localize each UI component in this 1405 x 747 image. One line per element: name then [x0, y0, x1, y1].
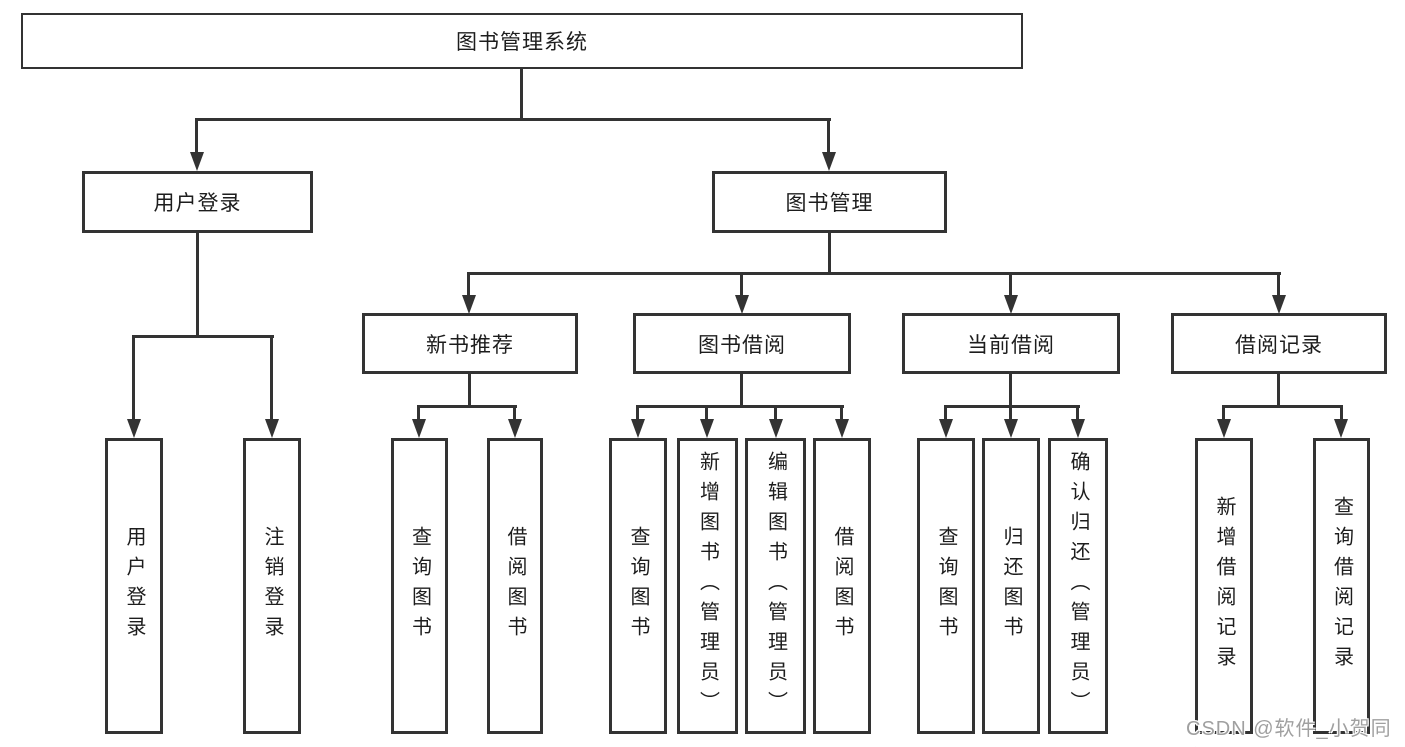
connector-section-hline	[1222, 405, 1343, 408]
leaf-logout: 注销登录	[243, 438, 301, 734]
connector-arrow-line	[944, 405, 947, 421]
arrowhead-down-icon	[462, 295, 476, 314]
node-label: 图书管理	[785, 192, 874, 215]
connector-arrow-line	[1009, 272, 1012, 298]
node-book-borrowing: 图书借阅	[633, 313, 851, 374]
leaf-query-borrow-record: 查询借阅记录	[1313, 438, 1370, 734]
arrowhead-down-icon	[1004, 419, 1018, 438]
connector-arrow-line	[1277, 272, 1280, 298]
connector-arrow-line	[636, 405, 639, 421]
leaf-edit-books-admin: 编辑图书（管理员）	[745, 438, 806, 734]
leaf-add-borrow-record: 新增借阅记录	[1195, 438, 1253, 734]
arrowhead-down-icon	[190, 152, 204, 171]
arrowhead-down-icon	[769, 419, 783, 438]
connector-user-login-hline	[133, 335, 274, 338]
connector-arrow-line	[417, 405, 420, 421]
connector-section-hline	[944, 405, 1080, 408]
arrowhead-down-icon	[822, 152, 836, 171]
leaf-label: 查询借阅记录	[1330, 496, 1353, 676]
connector-arrow-line	[827, 118, 830, 154]
connector-root-stem	[520, 69, 523, 118]
connector-section-hline	[636, 405, 844, 408]
arrowhead-down-icon	[700, 419, 714, 438]
arrowhead-down-icon	[1272, 295, 1286, 314]
leaf-label: 查询图书	[935, 526, 957, 646]
leaf-borrow-books-borrowing: 借阅图书	[813, 438, 871, 734]
connector-user-login-stem	[196, 233, 199, 335]
node-borrowing-records: 借阅记录	[1171, 313, 1387, 374]
connector-section-stem	[1277, 374, 1280, 405]
leaf-label: 查询图书	[627, 526, 649, 646]
arrowhead-down-icon	[1334, 419, 1348, 438]
leaf-label: 确认归还（管理员）	[1067, 451, 1089, 721]
connector-arrow-line	[467, 272, 470, 298]
node-label: 用户登录	[153, 192, 242, 215]
arrowhead-down-icon	[265, 419, 279, 438]
leaf-label: 新增图书（管理员）	[696, 451, 719, 721]
leaf-user-login: 用户登录	[105, 438, 163, 734]
arrowhead-down-icon	[1071, 419, 1085, 438]
connector-arrow-line	[195, 118, 198, 154]
leaf-add-books-admin: 新增图书（管理员）	[677, 438, 738, 734]
arrowhead-down-icon	[412, 419, 426, 438]
leaf-label: 借阅图书	[504, 526, 526, 646]
connector-arrow-line	[1009, 405, 1012, 421]
leaf-label: 新增借阅记录	[1213, 496, 1235, 676]
node-new-book-recommendation: 新书推荐	[362, 313, 578, 374]
leaf-query-books-current: 查询图书	[917, 438, 975, 734]
arrowhead-down-icon	[508, 419, 522, 438]
leaf-query-books-recommendation: 查询图书	[391, 438, 448, 734]
connector-arrow-line	[1222, 405, 1225, 421]
leaf-label: 用户登录	[123, 526, 145, 646]
connector-section-stem	[468, 374, 471, 405]
leaf-label: 查询图书	[408, 526, 431, 646]
node-label: 新书推荐	[426, 333, 514, 357]
leaf-label: 注销登录	[261, 526, 283, 646]
node-user-login: 用户登录	[82, 171, 313, 233]
arrowhead-down-icon	[1004, 295, 1018, 314]
connector-arrow-line	[132, 335, 135, 421]
connector-arrow-line	[1340, 405, 1343, 421]
watermark: CSDN @软件_小贺同学	[1186, 718, 1392, 740]
arrowhead-down-icon	[1217, 419, 1231, 438]
node-label: 图书借阅	[698, 333, 786, 357]
connector-section-hline	[418, 405, 517, 408]
connector-section-stem	[740, 374, 743, 405]
connector-arrow-line	[740, 272, 743, 298]
leaf-return-books: 归还图书	[982, 438, 1040, 734]
connector-arrow-line	[270, 335, 273, 421]
node-label: 借阅记录	[1235, 333, 1323, 357]
leaf-label: 借阅图书	[831, 526, 853, 646]
node-current-borrowing: 当前借阅	[902, 313, 1120, 374]
arrowhead-down-icon	[735, 295, 749, 314]
connector-root-hline	[196, 118, 831, 121]
connector-arrow-line	[1076, 405, 1079, 421]
arrowhead-down-icon	[631, 419, 645, 438]
arrowhead-down-icon	[127, 419, 141, 438]
node-book-management: 图书管理	[712, 171, 947, 233]
node-label: 图书管理系统	[456, 31, 588, 54]
connector-book-management-stem	[828, 233, 831, 272]
arrowhead-down-icon	[835, 419, 849, 438]
leaf-confirm-return-admin: 确认归还（管理员）	[1048, 438, 1108, 734]
arrowhead-down-icon	[939, 419, 953, 438]
node-library-management-system: 图书管理系统	[21, 13, 1023, 69]
connector-section-stem	[1009, 374, 1012, 405]
connector-level3-hline	[468, 272, 1281, 275]
connector-arrow-line	[774, 405, 777, 421]
connector-arrow-line	[705, 405, 708, 421]
node-label: 当前借阅	[967, 333, 1055, 357]
leaf-label: 归还图书	[1000, 526, 1022, 646]
connector-arrow-line	[513, 405, 516, 421]
leaf-borrow-books-recommendation: 借阅图书	[487, 438, 543, 734]
leaf-label: 编辑图书（管理员）	[764, 451, 787, 721]
leaf-query-books-borrowing: 查询图书	[609, 438, 667, 734]
connector-arrow-line	[840, 405, 843, 421]
